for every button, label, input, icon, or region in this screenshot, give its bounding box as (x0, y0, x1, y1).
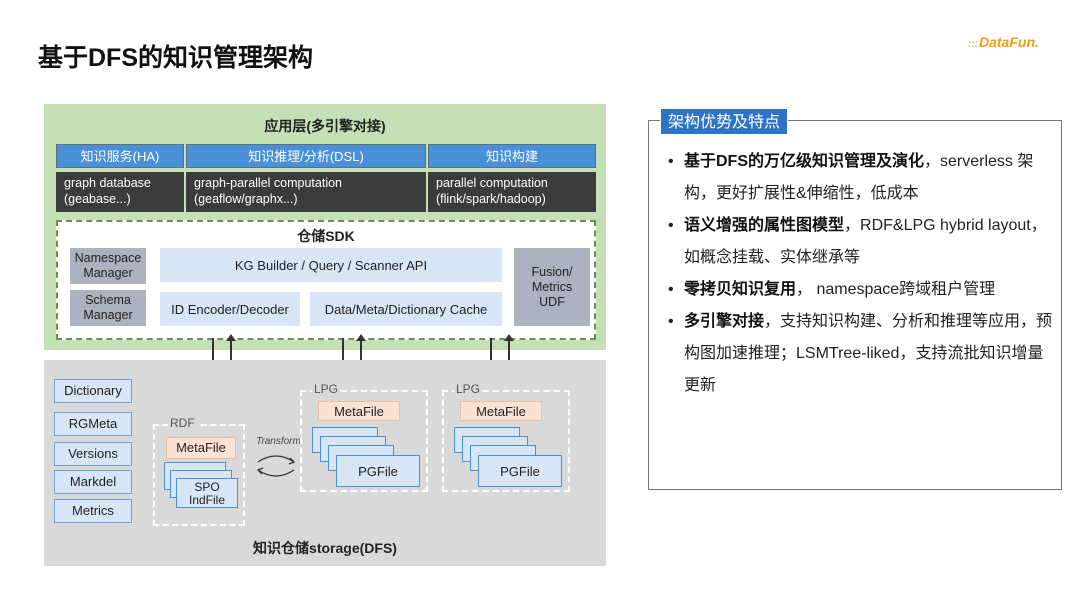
feature-item: 语义增强的属性图模型，RDF&LPG hybrid layout，如概念挂载、实… (668, 210, 1058, 274)
storage-item-dictionary: Dictionary (54, 379, 132, 403)
lpg-left-pgfile: PGFile (336, 455, 420, 487)
storage-item-versions: Versions (54, 442, 132, 466)
feature-bold: 零拷贝知识复用 (684, 281, 797, 298)
up-arrow-icon (504, 334, 514, 364)
rdf-metafile: MetaFile (166, 437, 236, 459)
page-title: 基于DFS的知识管理架构 (38, 44, 314, 72)
lpg-right-group (442, 390, 570, 492)
app-layer-title: 应用层(多引擎对接) (264, 118, 386, 134)
feature-item: 基于DFS的万亿级知识管理及演化，serverless 架构，更好扩展性&伸缩性… (668, 146, 1058, 210)
feature-item: 零拷贝知识复用， namespace跨域租户管理 (668, 274, 1058, 306)
box-line: Manager (83, 308, 133, 322)
feature-text: ， namespace跨域租户管理 (796, 281, 996, 298)
storage-item-rgmeta: RGMeta (54, 412, 132, 436)
header-knowledge-construction: 知识构建 (428, 144, 596, 168)
engine-graph-database: graph database (geabase...) (56, 172, 184, 212)
up-arrow-icon (226, 334, 236, 364)
lpg-left-label: LPG (312, 382, 341, 396)
header-knowledge-reasoning: 知识推理/分析(DSL) (186, 144, 426, 168)
engine-line: graph-parallel computation (194, 176, 343, 190)
rdf-spo-indfile: SPO IndFile (176, 478, 238, 508)
transform-label: Transform (256, 436, 301, 447)
storage-item-markdel: Markdel (54, 470, 132, 494)
lpg-right-label: LPG (454, 382, 483, 396)
file-line: SPO (194, 480, 220, 494)
features-list: 基于DFS的万亿级知识管理及演化，serverless 架构，更好扩展性&伸缩性… (668, 146, 1058, 402)
sdk-title: 仓储SDK (297, 228, 355, 244)
data-meta-dictionary-cache: Data/Meta/Dictionary Cache (310, 292, 502, 326)
rdf-group (153, 424, 245, 526)
lpg-right-metafile: MetaFile (460, 401, 542, 421)
engine-graph-parallel: graph-parallel computation (geaflow/grap… (186, 172, 426, 212)
down-arrow-icon (486, 338, 496, 368)
id-encoder-decoder: ID Encoder/Decoder (160, 292, 300, 326)
feature-bold: 基于DFS的万亿级知识管理及演化 (684, 153, 925, 170)
box-line: UDF (539, 294, 565, 309)
lpg-right-pgfile: PGFile (478, 455, 562, 487)
feature-item: 多引擎对接，支持知识构建、分析和推理等应用，预构图加速推理；LSMTree-li… (668, 306, 1058, 402)
lpg-left-group (300, 390, 428, 492)
header-knowledge-service: 知识服务(HA) (56, 144, 184, 168)
feature-text: ，支持知识构建、分析和推理等应用，预构图加速推理；LSMTree-liked，支… (684, 313, 1053, 394)
kg-builder-api: KG Builder / Query / Scanner API (160, 248, 502, 282)
up-arrow-icon (356, 334, 366, 364)
lpg-left-metafile: MetaFile (318, 401, 400, 421)
engine-line: (flink/spark/hadoop) (436, 192, 546, 206)
box-line: Metrics (531, 279, 573, 294)
down-arrow-icon (208, 338, 218, 368)
file-line: IndFile (188, 493, 226, 507)
feature-text: ，serverless 架构，更好扩展性&伸缩性，低成本 (684, 153, 1034, 202)
datafun-logo: :::DataFun. (968, 34, 1039, 50)
rdf-label: RDF (168, 416, 197, 430)
box-line: Manager (83, 266, 133, 280)
feature-bold: 语义增强的属性图模型 (684, 217, 845, 234)
engine-line: parallel computation (436, 176, 548, 190)
storage-item-metrics: Metrics (54, 499, 132, 523)
box-line: Schema (85, 293, 131, 307)
engine-line: (geaflow/graphx...) (194, 192, 298, 206)
engine-line: graph database (64, 176, 151, 190)
transform-arrows-icon (256, 455, 296, 477)
box-line: Fusion/ (531, 264, 573, 279)
logo-text: DataFun. (979, 34, 1039, 50)
features-tag: 架构优势及特点 (660, 108, 789, 135)
feature-text: ，RDF&LPG hybrid layout，如概念挂载、实体继承等 (684, 217, 1047, 266)
box-line: Namespace (74, 251, 142, 265)
feature-bold: 多引擎对接 (684, 313, 765, 330)
storage-title: 知识仓储storage(DFS) (253, 540, 397, 556)
down-arrow-icon (338, 338, 348, 368)
engine-parallel-computation: parallel computation (flink/spark/hadoop… (428, 172, 596, 212)
engine-line: (geabase...) (64, 192, 131, 206)
